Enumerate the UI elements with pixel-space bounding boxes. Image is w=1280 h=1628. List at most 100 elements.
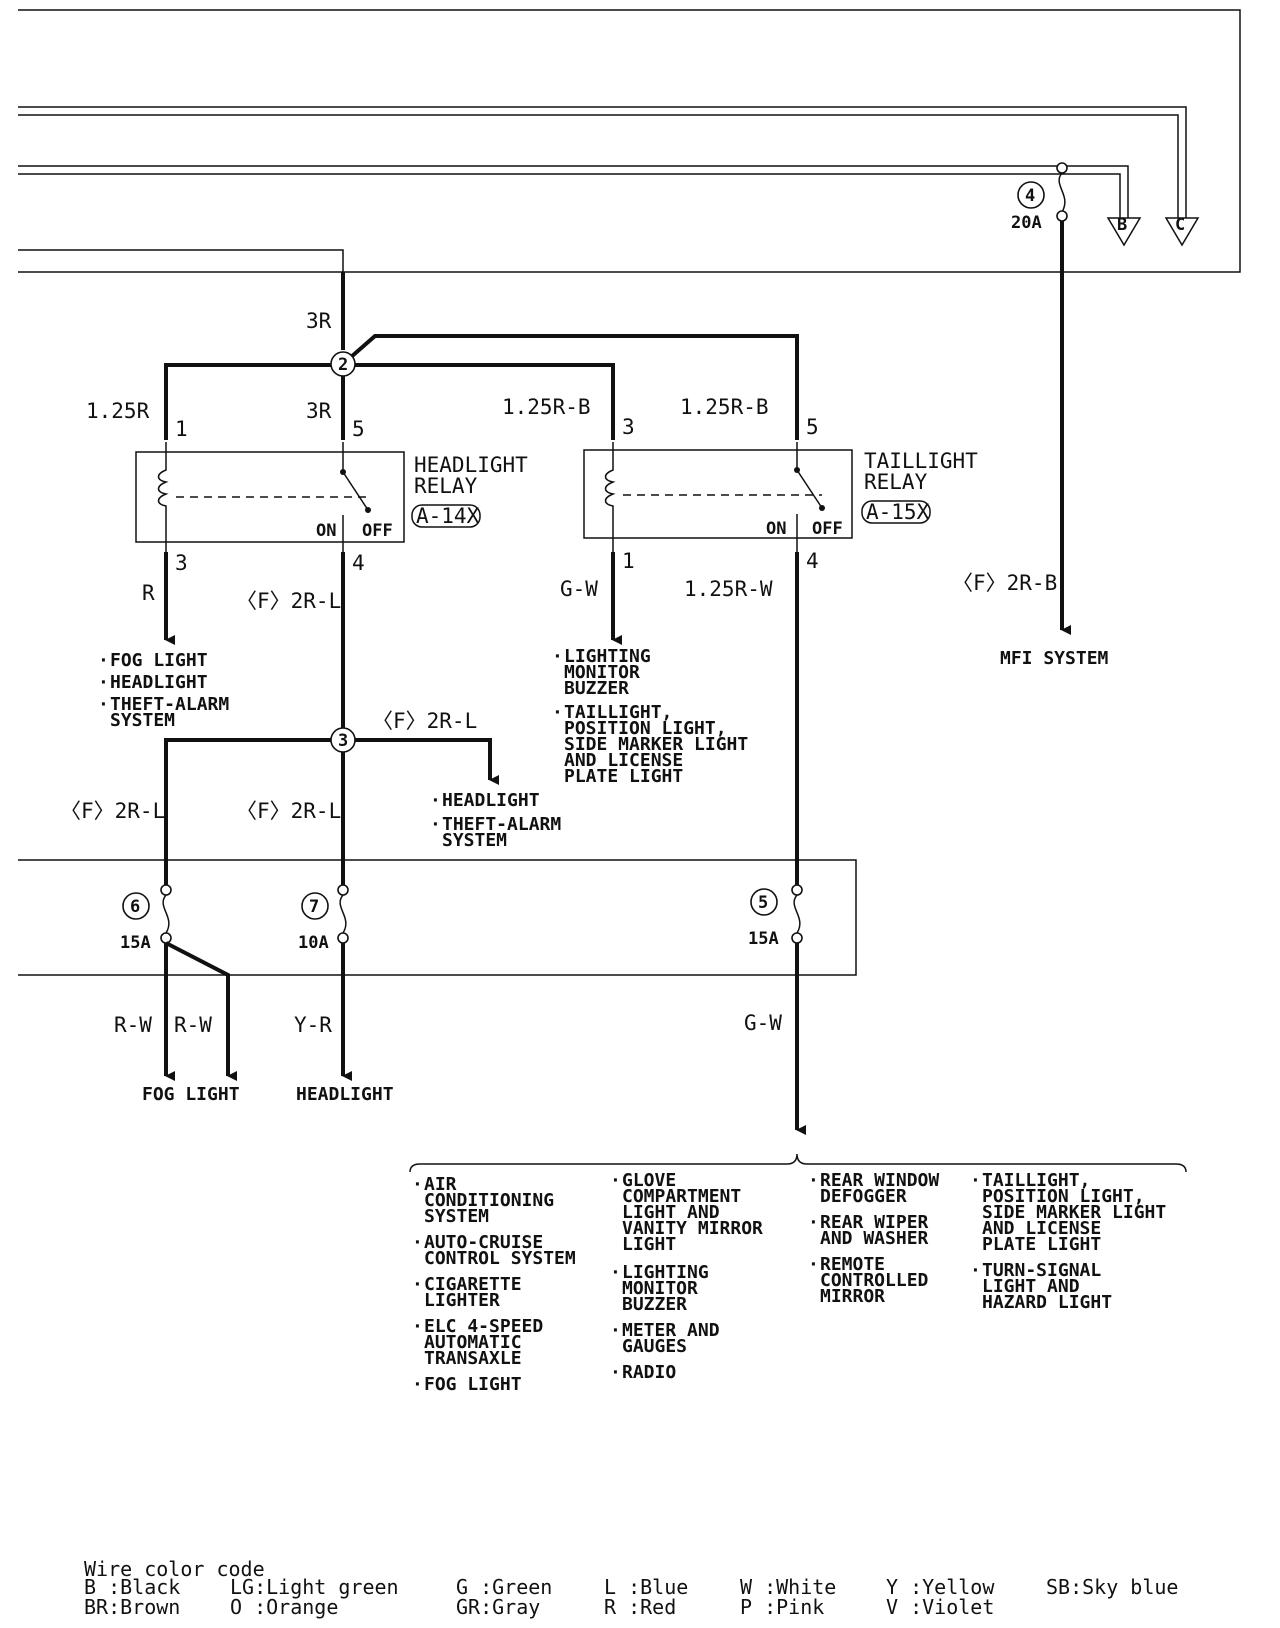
svg-text:·: ·: [412, 1316, 423, 1337]
fuse-7-terminal-top: [337, 884, 349, 896]
hl-relay-off: OFF: [362, 521, 393, 541]
tl-switch-off-contact: [819, 505, 825, 511]
svg-text:·: ·: [610, 1320, 621, 1341]
fuse-6-link: [162, 894, 170, 934]
load-taillight: TAILLIGHT,: [982, 1170, 1090, 1191]
fuse-block-top: [18, 9, 1241, 273]
hl-relay-on: ON: [316, 521, 336, 541]
wire-fog-2-label: R-W: [174, 1013, 212, 1037]
load-fog-light: FOG LIGHT: [424, 1374, 522, 1395]
svg-text:·: ·: [610, 1362, 621, 1383]
load-rear-window: REAR WINDOW: [820, 1170, 939, 1191]
load-automatic: AUTOMATIC: [424, 1332, 522, 1353]
loads-brace: [409, 1153, 1187, 1173]
svg-text:·: ·: [412, 1232, 423, 1253]
hl-pin-1: 1: [175, 417, 188, 441]
tl-switch-pivot: [794, 467, 800, 473]
legend-y: Y :Yellow: [886, 1575, 995, 1599]
fuse-7-rating: 10A: [298, 933, 329, 953]
tl-relay-code-box: [861, 500, 931, 524]
load-glove: GLOVE: [622, 1170, 676, 1191]
svg-text:·: ·: [808, 1170, 819, 1191]
hl-relay-code-box: [411, 504, 481, 528]
load-control-system: CONTROL SYSTEM: [424, 1248, 576, 1269]
load-and-washer: AND WASHER: [820, 1228, 929, 1249]
svg-text:·: ·: [552, 702, 563, 723]
tl-relay-on: ON: [766, 519, 786, 539]
hl-switch-off-contact: [365, 507, 371, 513]
svg-text:·: ·: [430, 814, 441, 835]
load-side-marker: SIDE MARKER LIGHT: [982, 1202, 1166, 1223]
legend-o: O :Orange: [230, 1595, 338, 1619]
loads-col-2: · GLOVE COMPARTMENT LIGHT AND VANITY MIR…: [610, 1170, 763, 1383]
wire-tl-in-5-label: 1.25R-B: [680, 395, 769, 419]
dest-lighting: LIGHTING: [564, 646, 651, 667]
wire-main-3r-label: 3R: [306, 309, 332, 333]
svg-text:·: ·: [430, 790, 441, 811]
wire-fog-2: [165, 941, 237, 1081]
svg-text:·: ·: [970, 1170, 981, 1191]
svg-text:·: ·: [808, 1254, 819, 1275]
dest-hl-out-3-list: · FOG LIGHT · HEADLIGHT · THEFT-ALARM SY…: [98, 650, 229, 731]
bus-j2-right: [341, 334, 799, 440]
bus-j2-left: [164, 363, 615, 440]
load-radio: RADIO: [622, 1362, 676, 1383]
dest-tl-out-1-list: · LIGHTING MONITOR BUZZER · TAILLIGHT, P…: [552, 646, 748, 787]
load-defogger: DEFOGGER: [820, 1186, 907, 1207]
wire-to-connector-b-inner: [18, 173, 1121, 218]
hl-pin-4: 4: [352, 551, 365, 575]
junction-3-label: 3: [338, 731, 348, 751]
dest-mfi-system: MFI SYSTEM: [1000, 648, 1109, 669]
wire-to-connector-b: [18, 165, 1129, 218]
hl-pin-5: 5: [352, 417, 365, 441]
load-elc: ELC 4-SPEED: [424, 1316, 543, 1337]
load-meter-and: METER AND: [622, 1320, 720, 1341]
legend-br: BR:Brown: [84, 1595, 180, 1619]
wire-to-connector-c: [18, 106, 1187, 218]
dest-headlight-bottom: HEADLIGHT: [296, 1084, 394, 1105]
fuse-6-rating: 15A: [120, 933, 151, 953]
wire-tl-out-4-label: 1.25R-W: [684, 577, 773, 601]
fuse-6-badge: [122, 892, 150, 920]
dest-plate-light: PLATE LIGHT: [564, 766, 683, 787]
load-air: AIR: [424, 1174, 457, 1195]
tl-relay-title-2: RELAY: [864, 470, 928, 494]
wire-head-yr-label: Y-R: [294, 1013, 332, 1037]
tl-relay-off: OFF: [812, 519, 843, 539]
fuse-4-terminal-bottom: [1056, 210, 1068, 222]
wire-main-feed: [18, 249, 344, 350]
wire-tl-out-1-label: G-W: [560, 577, 598, 601]
legend-sb: SB:Sky blue: [1046, 1575, 1178, 1599]
headlight-relay-coil: [157, 442, 169, 552]
legend-title: Wire color code: [84, 1557, 265, 1581]
load-remote: REMOTE: [820, 1254, 885, 1275]
wire-to-connector-c-inner: [18, 114, 1179, 218]
fuse-7-badge: [301, 892, 329, 920]
connector-b-icon: [1106, 217, 1142, 247]
loads-col-4: · TAILLIGHT, POSITION LIGHT, SIDE MARKER…: [970, 1170, 1166, 1313]
load-vanity-mirror: VANITY MIRROR: [622, 1218, 763, 1239]
fuse-5-terminal-top: [791, 884, 803, 896]
load-controlled: CONTROLLED: [820, 1270, 929, 1291]
load-and-license: AND LICENSE: [982, 1218, 1101, 1239]
dest-theft-alarm-system: SYSTEM: [110, 710, 175, 731]
taillight-relay-coil: [604, 442, 616, 552]
fuse-5-rating: 15A: [748, 929, 779, 949]
fuse-6-number: 6: [130, 897, 140, 917]
load-light: LIGHT: [622, 1234, 676, 1255]
legend-v: V :Violet: [886, 1595, 994, 1619]
load-lighting: LIGHTING: [622, 1262, 709, 1283]
fuse-4-number: 4: [1025, 186, 1035, 206]
tl-pin-1: 1: [622, 549, 635, 573]
loads-col-3: · REAR WINDOW DEFOGGER · REAR WIPER AND …: [808, 1170, 939, 1307]
tl-relay-title-1: TAILLIGHT: [864, 449, 978, 473]
fuse-4-terminal-top: [1056, 162, 1068, 174]
bus-j3: [164, 738, 499, 860]
fuse-5-link: [793, 894, 801, 934]
dest-theft-alarm: THEFT-ALARM: [110, 694, 229, 715]
legend-w: W :White: [740, 1575, 836, 1599]
connector-c-icon: [1164, 217, 1200, 247]
dest-taillight: TAILLIGHT,: [564, 702, 672, 723]
wire-j3-left-label: 〈F〉2R-L: [60, 799, 165, 823]
